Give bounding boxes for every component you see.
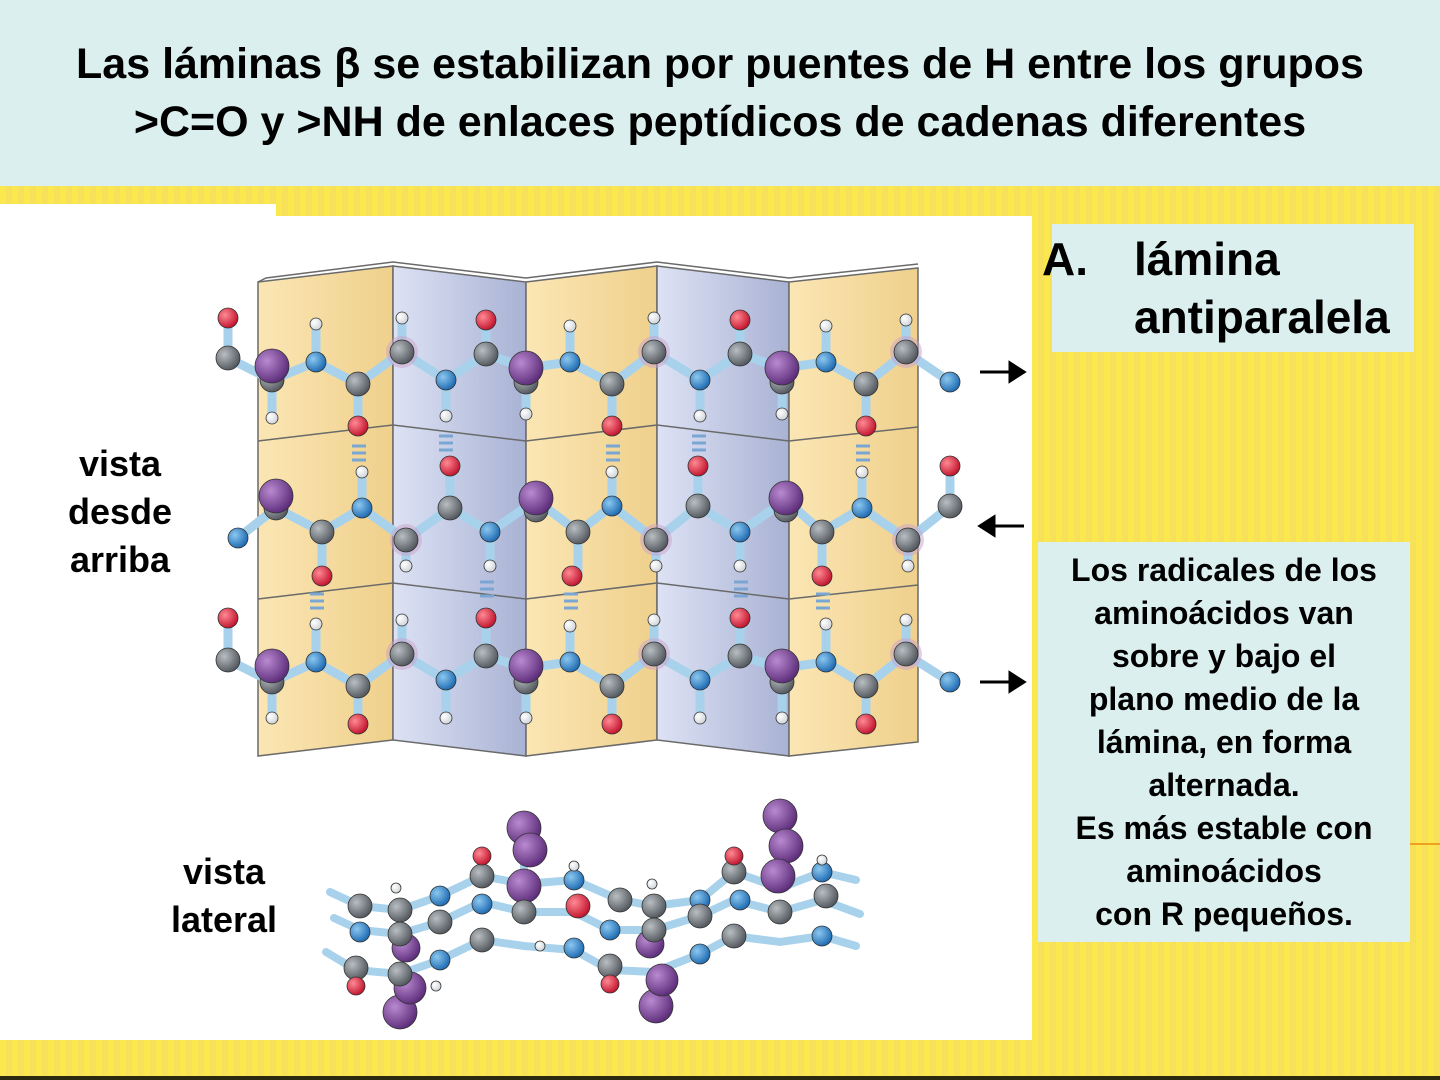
strand-direction-arrows xyxy=(977,360,1027,694)
atoms-strand-3 xyxy=(215,607,961,735)
side-view-model xyxy=(322,798,864,1030)
bottom-edge xyxy=(0,1076,1440,1080)
arrow-right-icon xyxy=(980,360,1027,384)
sheet-type-letter: A. xyxy=(1042,233,1088,285)
top-view-label: vista desde arriba xyxy=(67,443,173,580)
explanation-box: Los radicales de los aminoácidos van sob… xyxy=(1038,542,1410,942)
figure-panel-notch xyxy=(0,204,276,218)
arrow-left-icon xyxy=(977,514,1024,538)
hydrogen-bonds xyxy=(310,434,870,610)
sheet-type-line1: lámina xyxy=(1134,233,1280,285)
sheet-type-heading: A. lámina antiparalela xyxy=(1042,230,1390,346)
decorative-rule xyxy=(1410,843,1440,845)
arrow-right-icon xyxy=(980,670,1027,694)
side-view-label: vista lateral xyxy=(170,851,278,940)
slide-title: Las láminas β se estabilizan por puentes… xyxy=(76,40,1364,146)
title-band: Las láminas β se estabilizan por puentes… xyxy=(0,0,1440,186)
atoms-strand-1 xyxy=(215,307,961,437)
sheet-type-line2: antiparalela xyxy=(1134,291,1390,343)
sheet-type-box xyxy=(1052,224,1414,352)
atoms-strand-2 xyxy=(227,455,963,587)
